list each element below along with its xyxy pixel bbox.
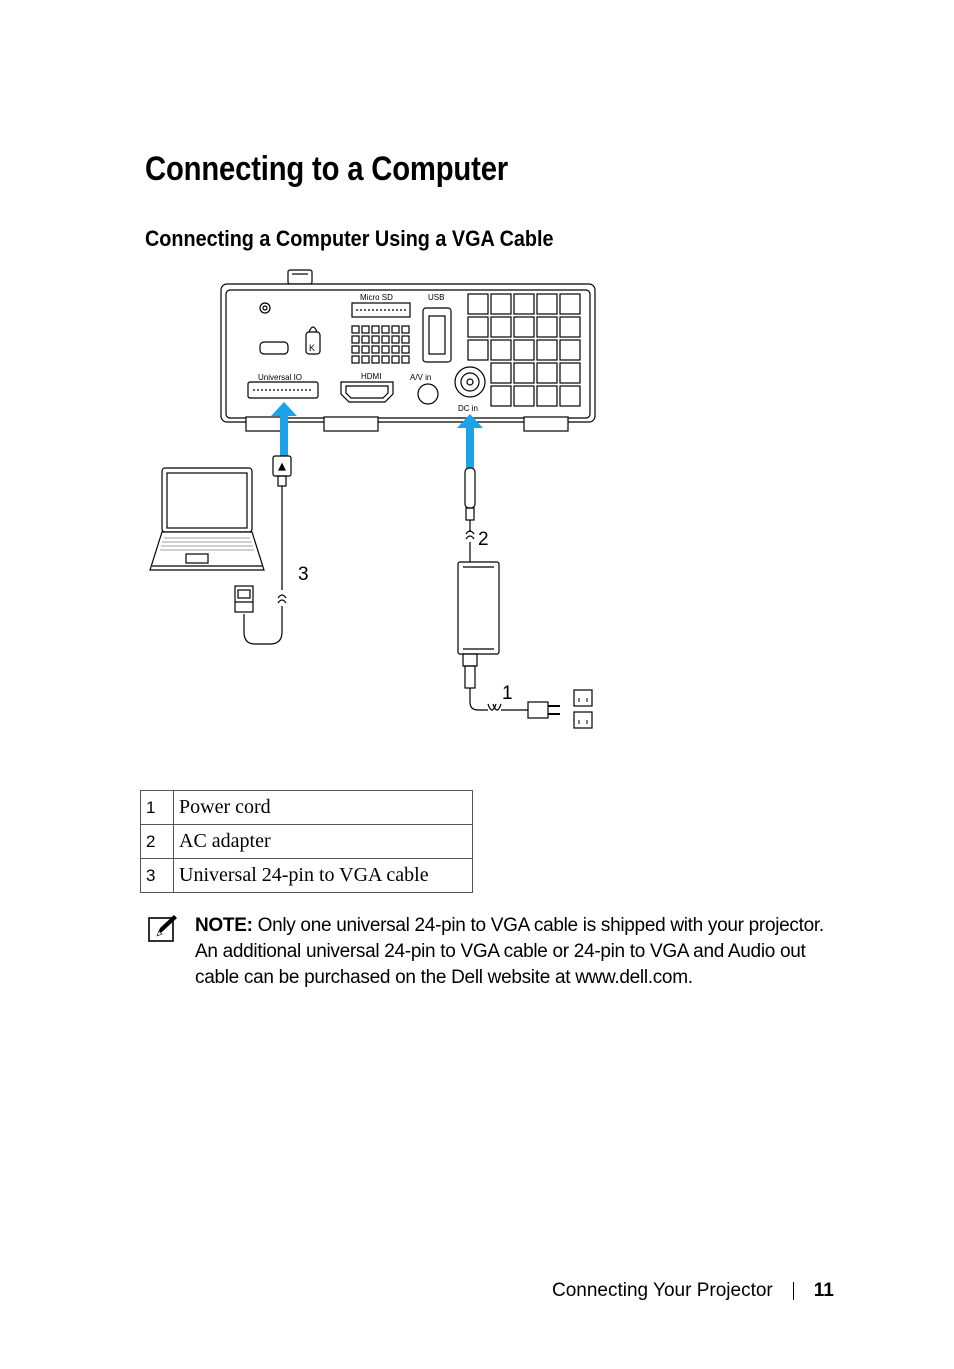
note-paragraph: NOTE: Only one universal 24-pin to VGA c… (195, 913, 845, 991)
projector (220, 269, 596, 432)
av-in-label: A/V in (410, 373, 431, 382)
table-row: 2 AC adapter (140, 824, 473, 859)
connection-arrows (271, 402, 483, 468)
dc-in-label: DC in (458, 404, 478, 413)
usb-label: USB (428, 293, 444, 302)
hdmi-label: HDMI (361, 372, 381, 381)
universal-vga-cable (234, 455, 292, 645)
callout-1: 1 (502, 683, 513, 704)
callout-3: 3 (298, 564, 309, 585)
footer-section-title: Connecting Your Projector (552, 1280, 773, 1301)
dell-website-link[interactable]: www.dell.com (575, 967, 688, 988)
ac-adapter-assembly (457, 467, 593, 729)
universal-io-label: Universal IO (258, 373, 302, 382)
note-end: . (687, 967, 693, 988)
page-number: 11 (813, 1280, 834, 1301)
note-pencil-icon (148, 915, 177, 942)
kensington-lock-label: K (309, 343, 315, 353)
section-heading: Connecting a Computer Using a VGA Cable (145, 226, 554, 251)
table-row: 3 Universal 24-pin to VGA cable (140, 858, 473, 893)
micro-sd-label: Micro SD (360, 293, 393, 302)
footer-divider (792, 1282, 794, 1300)
vent-grid (467, 293, 581, 407)
callout-legend-table: 1 Power cord 2 AC adapter 3 Universal 24… (140, 790, 473, 893)
legend-number: 2 (140, 824, 174, 859)
legend-number: 1 (140, 790, 174, 825)
note-text: Only one universal 24-pin to VGA cable i… (195, 915, 824, 988)
speaker-grille (351, 325, 410, 364)
legend-label: Power cord (173, 790, 473, 825)
legend-label: AC adapter (173, 824, 473, 859)
connection-diagram: Micro SD USB Universal IO HDMI A/V in DC… (149, 269, 596, 729)
table-row: 1 Power cord (140, 790, 473, 825)
page-footer: Connecting Your Projector 11 (552, 1280, 834, 1302)
callout-2: 2 (478, 529, 489, 550)
legend-number: 3 (140, 858, 174, 893)
page-title: Connecting to a Computer (145, 150, 508, 188)
note-label: NOTE: (195, 915, 253, 936)
legend-label: Universal 24-pin to VGA cable (173, 858, 473, 893)
laptop (149, 467, 265, 571)
